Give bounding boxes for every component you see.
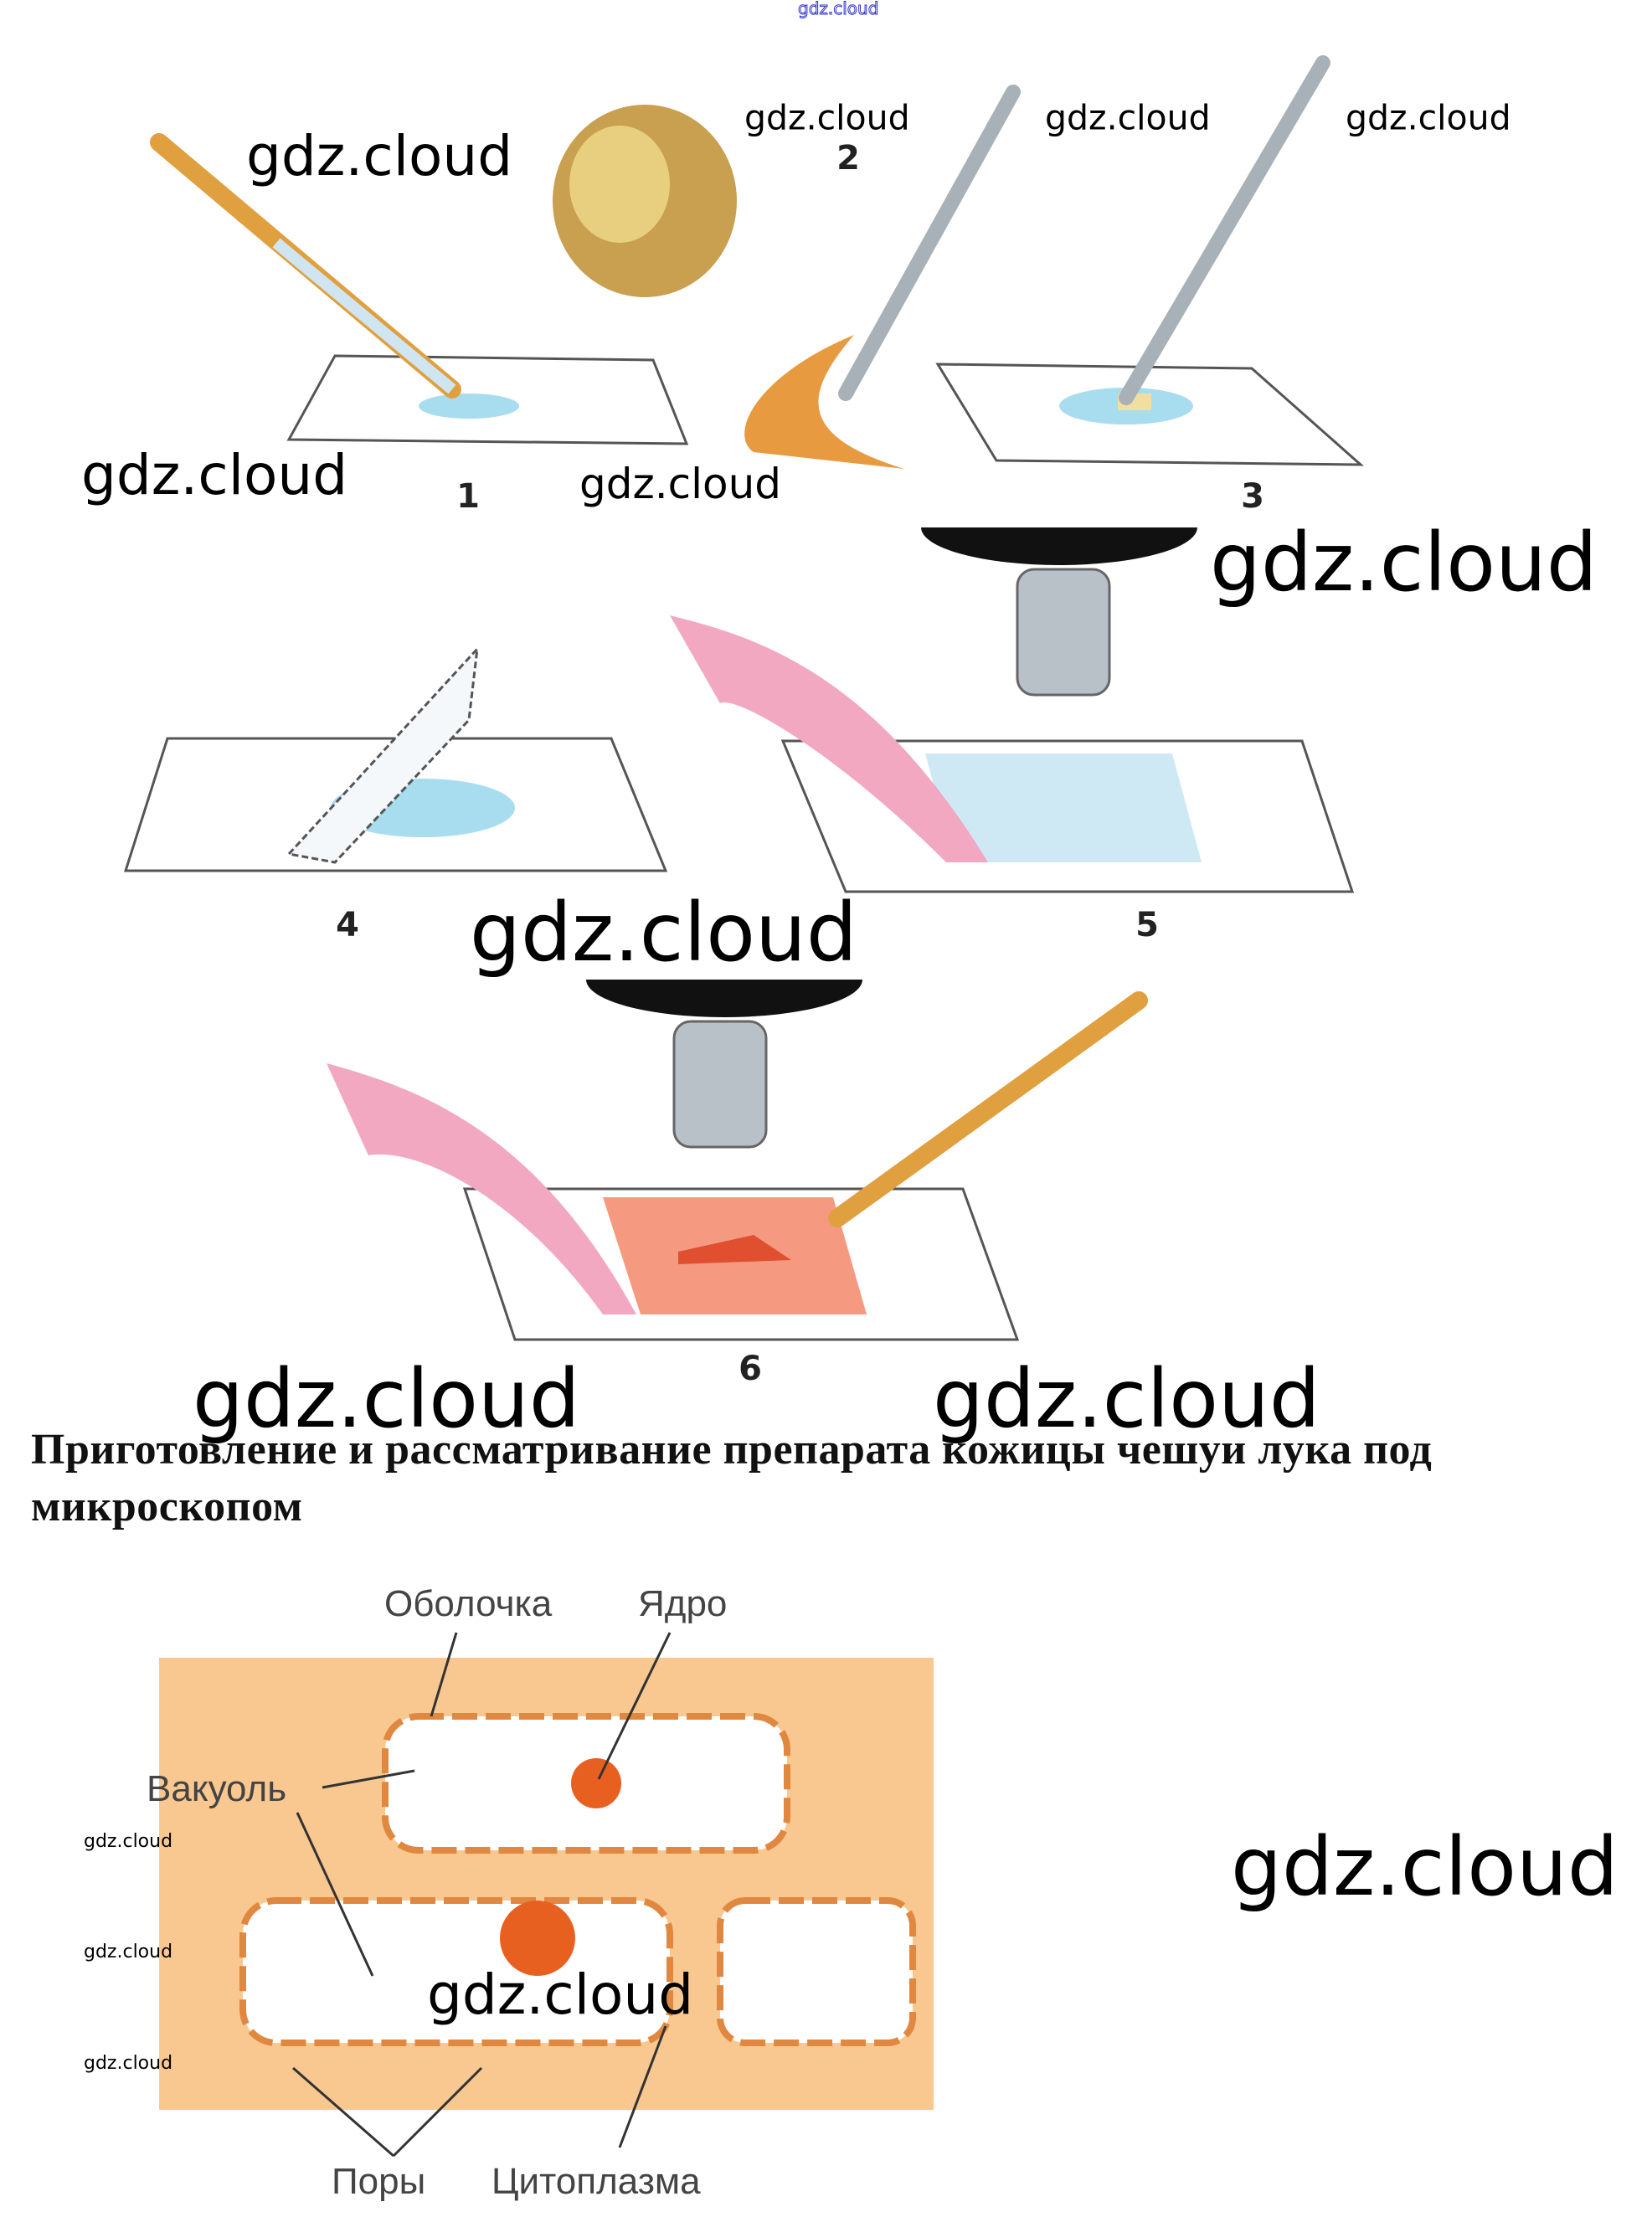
label-pores: Поры [332, 2161, 426, 2202]
step-number-2: 2 [836, 139, 860, 177]
step-5-illustration [670, 527, 1355, 893]
watermark: gdz.cloud [470, 886, 857, 980]
step-4-illustration [123, 645, 668, 872]
watermark: gdz.cloud [1045, 97, 1211, 138]
onion-cell-diagram [159, 1632, 934, 2158]
label-cytoplasm: Цитоплазма [491, 2161, 701, 2202]
label-membrane: Оболочка [384, 1583, 553, 1624]
label-nucleus: Ядро [638, 1583, 728, 1624]
watermark: gdz.cloud [1210, 516, 1598, 610]
watermark: gdz.cloud [193, 1352, 580, 1446]
step-3-illustration [935, 55, 1365, 466]
caption-line-2: микроскопом [31, 1483, 303, 1530]
step-2-illustration [553, 85, 1021, 469]
top-watermark: gdz.cloud [797, 0, 879, 18]
step-number-4: 4 [336, 906, 359, 944]
step-number-6: 6 [739, 1350, 762, 1388]
watermark: gdz.cloud [84, 2053, 173, 2074]
step-number-5: 5 [1135, 906, 1159, 944]
step-6-illustration [327, 980, 1148, 1341]
watermark: gdz.cloud [246, 124, 513, 188]
watermark: gdz.cloud [1346, 97, 1511, 138]
step-1-illustration [150, 133, 689, 445]
watermark: gdz.cloud [933, 1352, 1320, 1446]
watermark: gdz.cloud [1231, 1820, 1619, 1914]
step-number-3: 3 [1241, 477, 1264, 516]
watermark: gdz.cloud [579, 460, 782, 508]
watermark: gdz.cloud [427, 1962, 694, 2027]
watermark: gdz.cloud [84, 1942, 173, 1962]
watermark: gdz.cloud [81, 443, 348, 507]
watermark: gdz.cloud [744, 97, 910, 138]
watermark: gdz.cloud [84, 1831, 173, 1852]
step-number-1: 1 [456, 477, 480, 516]
label-vacuole: Вакуоль [147, 1768, 287, 1809]
caption-line-1: Приготовление и рассматривание препарата… [31, 1426, 1433, 1474]
